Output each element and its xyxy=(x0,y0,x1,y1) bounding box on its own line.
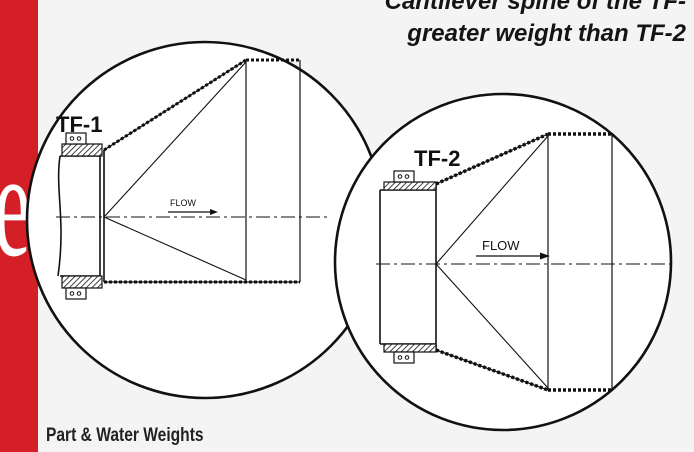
caption-line-2: greater weight than TF-2 xyxy=(407,20,686,47)
tf1-cone-outline xyxy=(103,58,301,284)
caption-line-1: Cantilever spine of the TF- xyxy=(384,0,686,15)
tf2-flange-bottom xyxy=(383,343,437,353)
tf2-flow-label: FLOW xyxy=(482,238,520,253)
tf1-flow-arrow xyxy=(168,209,218,215)
tf2-detail-group: FLOW TF-2 xyxy=(333,92,673,432)
tf2-internal-ribs xyxy=(435,135,549,389)
tf1-internal-ribs xyxy=(103,61,247,281)
tf2-cone-outline xyxy=(435,132,613,392)
tf2-flow-arrow xyxy=(476,252,550,260)
tf2-flange-top xyxy=(383,181,437,191)
tf1-detail-group: FLOW TF-1 xyxy=(25,40,385,400)
tf1-label: TF-1 xyxy=(56,112,102,137)
sidebar-letter: e xyxy=(0,130,31,280)
tf2-detail-circle xyxy=(333,92,673,432)
tf2-label: TF-2 xyxy=(414,146,460,171)
tf1-bolt-tab-bottom xyxy=(65,287,87,300)
section-heading: Part & Water Weights xyxy=(46,425,204,446)
tf1-flange-top xyxy=(61,143,103,157)
tf1-bolt-tab-top xyxy=(65,132,87,145)
figure-caption: Cantilever spine of the TF- greater weig… xyxy=(385,0,686,50)
tf2-bolt-tab-top xyxy=(393,170,415,183)
tf1-flow-label: FLOW xyxy=(170,198,197,208)
tf2-bolt-tab-bottom xyxy=(393,351,415,364)
tf1-detail-circle xyxy=(25,40,385,400)
tf1-flange-bottom xyxy=(61,275,103,289)
